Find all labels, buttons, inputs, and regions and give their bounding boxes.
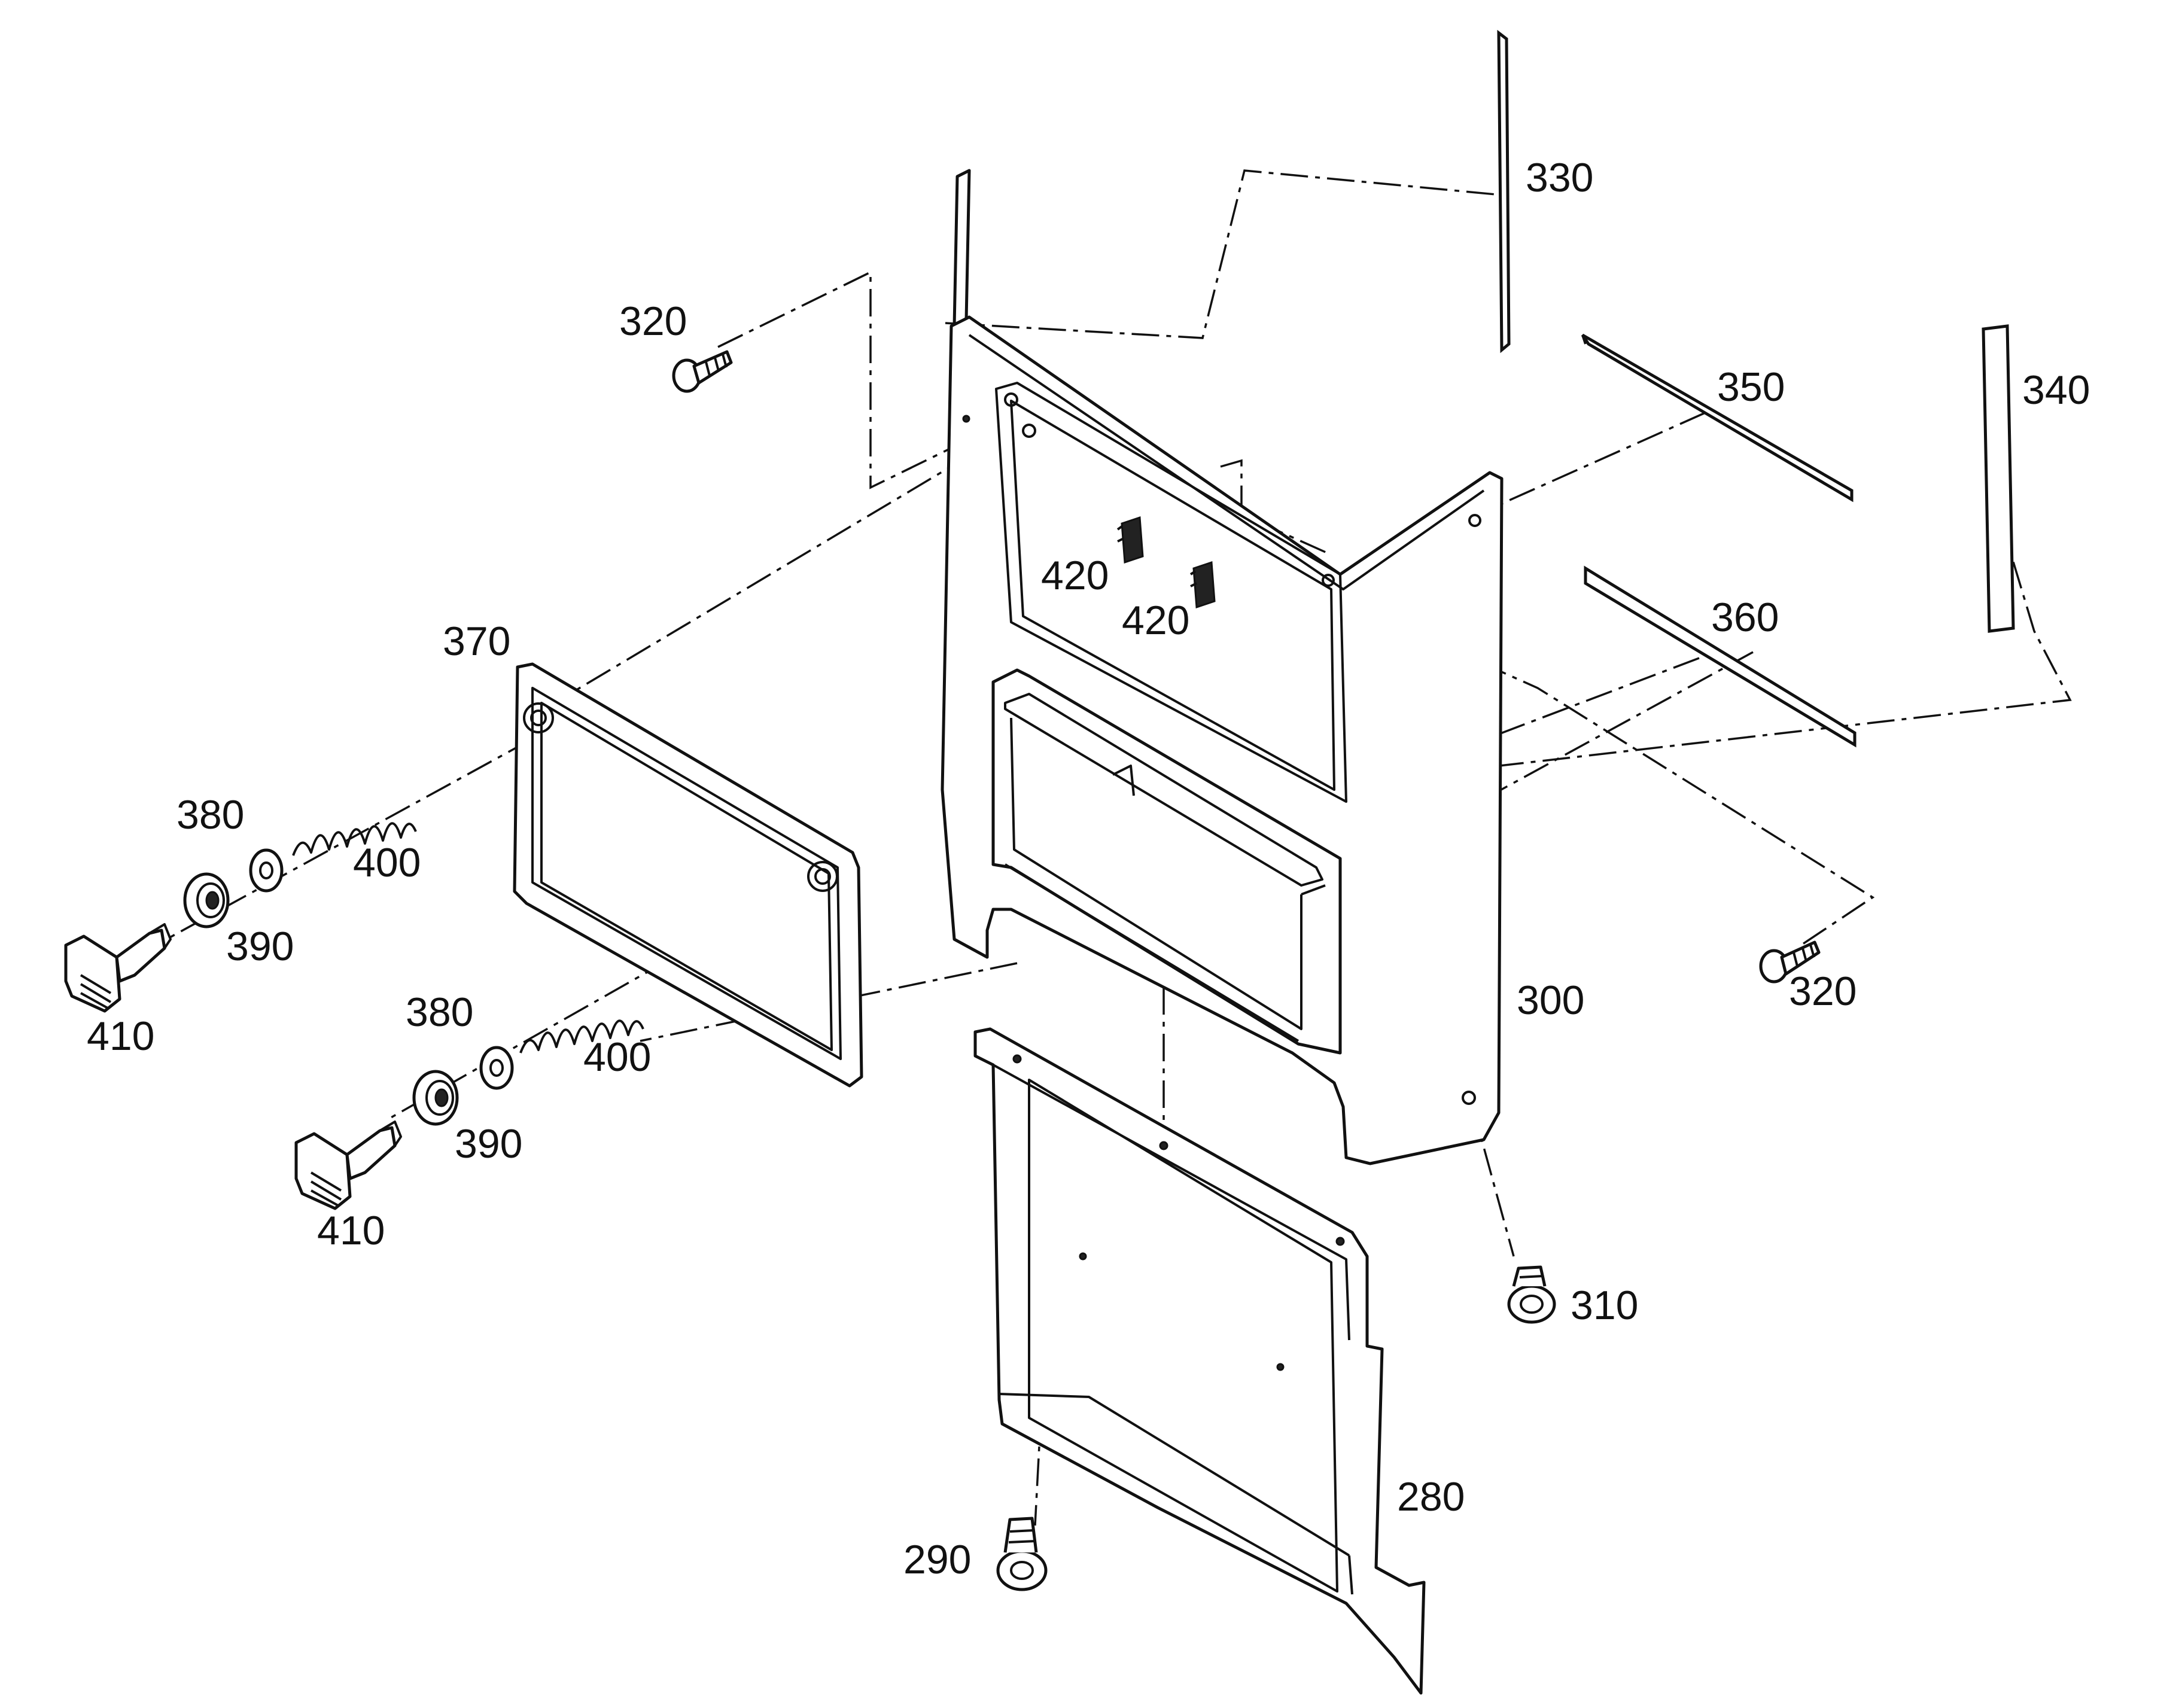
part-380-bushing-upper	[183, 872, 230, 928]
callout-280: 280	[1397, 1474, 1465, 1520]
part-340-vertical-strip	[1982, 324, 2015, 633]
part-420-clip-upper	[1116, 516, 1144, 564]
callout-290: 290	[903, 1537, 971, 1582]
callout-390-upper: 390	[226, 924, 294, 969]
callout-380-lower: 380	[406, 990, 473, 1035]
part-360-angled-strip	[1584, 565, 1857, 748]
part-410-latch-knob-lower	[294, 1121, 402, 1210]
part-310-screw	[1507, 1265, 1556, 1324]
part-330-vertical-strip	[1497, 29, 1511, 354]
callout-380-upper: 380	[176, 792, 244, 838]
part-380-bushing-lower	[412, 1070, 459, 1126]
callout-labels: 330 320 350 340 420 420 370 360 380 400 …	[87, 155, 2090, 1582]
part-400-spring-upper	[292, 822, 417, 856]
part-320-screw-lower	[1759, 940, 1821, 984]
part-350-angled-strip	[1581, 333, 1854, 503]
callout-330: 330	[1526, 155, 1593, 200]
part-370-cover-plate	[513, 662, 863, 1088]
callout-420-lower: 420	[1122, 598, 1189, 643]
callout-400-upper: 400	[353, 840, 421, 885]
part-320-screw-upper	[672, 350, 733, 393]
part-290-screw	[996, 1517, 1048, 1591]
callout-320-upper: 320	[619, 299, 687, 344]
callout-360: 360	[1711, 595, 1779, 640]
part-420-clip-lower	[1189, 561, 1216, 609]
part-410-latch-knob-upper	[64, 923, 172, 1013]
callout-370: 370	[443, 619, 510, 664]
part-390-washer-lower	[479, 1046, 514, 1090]
part-300-main-panel	[941, 169, 1504, 1165]
part-390-washer-upper	[249, 848, 284, 893]
callout-350: 350	[1717, 364, 1785, 410]
callout-420-upper: 420	[1041, 553, 1109, 598]
part-280-lower-cover	[973, 1027, 1426, 1695]
callout-400-lower: 400	[583, 1034, 651, 1080]
callout-310: 310	[1571, 1283, 1638, 1328]
callout-390-lower: 390	[455, 1121, 522, 1167]
callout-410-upper: 410	[87, 1013, 154, 1059]
part-400-spring-lower	[519, 1019, 644, 1054]
callout-300: 300	[1517, 978, 1584, 1023]
callout-320-lower: 320	[1789, 969, 1857, 1014]
callout-410-lower: 410	[317, 1208, 385, 1253]
callout-340: 340	[2022, 367, 2090, 413]
